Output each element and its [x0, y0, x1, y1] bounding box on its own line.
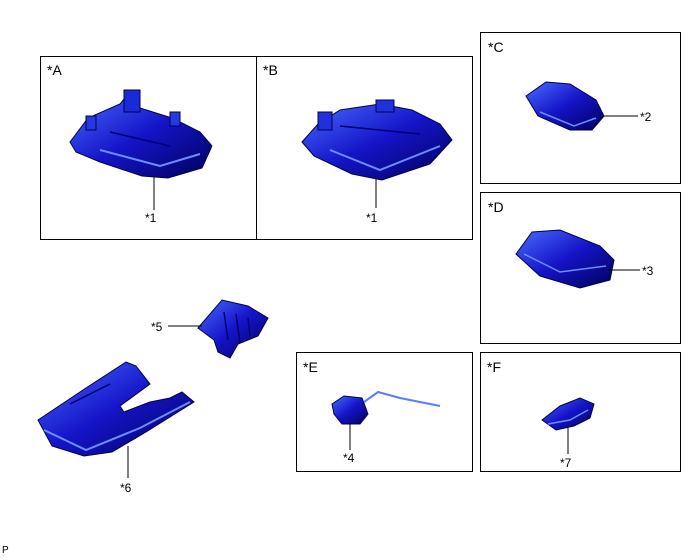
panel-f [480, 352, 681, 472]
footer-code: P [2, 545, 9, 556]
panel-e-label: *E [303, 359, 318, 375]
callout-d: *3 [642, 264, 654, 278]
part-f-lamp [541, 397, 595, 431]
panel-c-label: *C [488, 39, 504, 55]
part-a-console [69, 89, 213, 179]
callout-b: *1 [366, 211, 378, 225]
panel-a-label: *A [47, 62, 62, 78]
callout-a: *1 [145, 211, 157, 225]
part-c-module [525, 81, 605, 131]
part-d-switch [515, 229, 615, 289]
callout-e: *4 [343, 451, 355, 465]
panel-e [296, 352, 473, 472]
part-5-bracket [197, 299, 269, 359]
panel-b-label: *B [263, 62, 278, 78]
part-6-housing [37, 361, 195, 457]
part-b-console [301, 99, 453, 181]
part-e-sensor [331, 390, 441, 425]
panel-d-label: *D [488, 199, 504, 215]
callout-c: *2 [640, 110, 652, 124]
panel-d [480, 192, 681, 344]
panel-c [480, 32, 681, 184]
callout-f: *7 [560, 456, 572, 470]
callout-5: *5 [151, 320, 163, 334]
panel-f-label: *F [487, 359, 501, 375]
panel-b [256, 56, 473, 240]
callout-6: *6 [120, 481, 132, 495]
